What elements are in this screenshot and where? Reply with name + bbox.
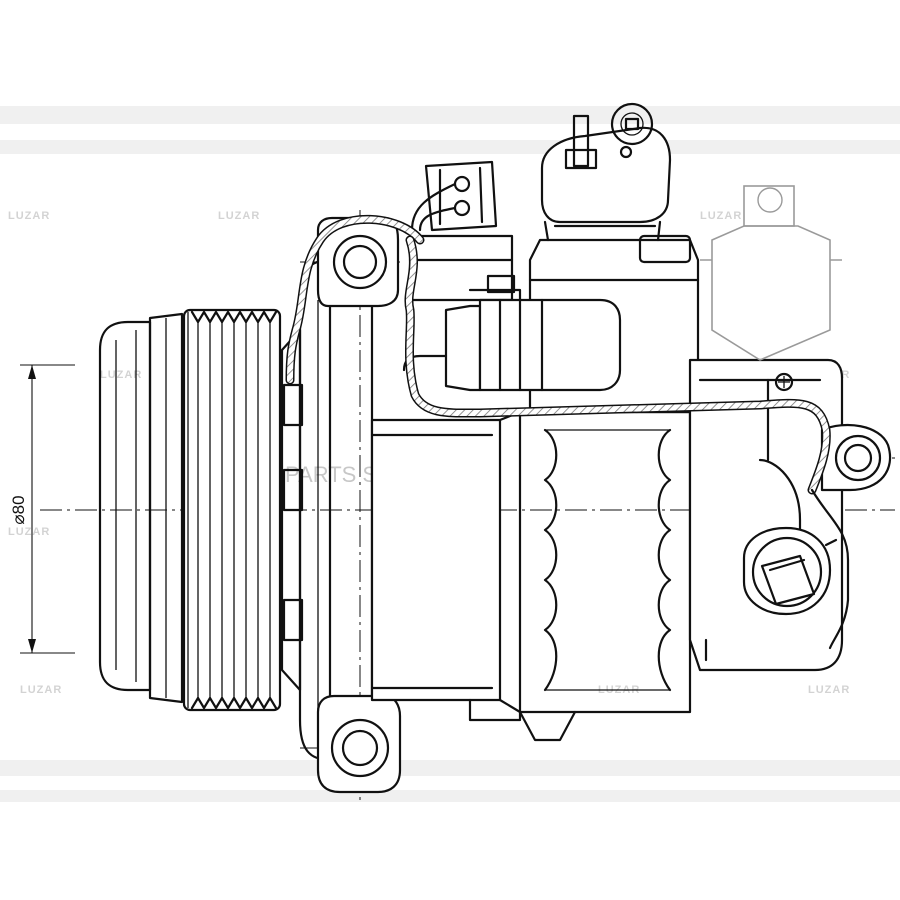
watermark-logo-text: LUZAR <box>20 684 62 696</box>
pulley <box>182 308 282 712</box>
right-port <box>820 423 892 492</box>
control-valve <box>540 102 672 242</box>
top-mounting-ear <box>316 216 400 308</box>
bottom-mounting-ear <box>316 694 402 794</box>
electrical-plug <box>402 274 622 392</box>
wiring-hose <box>285 214 850 650</box>
watermark-logo-text: LUZAR <box>808 684 850 696</box>
watermark-logo-text: LUZAR <box>700 210 742 222</box>
watermark-logo-text: LUZAR <box>100 369 142 381</box>
bolt-head <box>774 372 794 392</box>
watermark-logo-text: LUZAR <box>8 210 50 222</box>
diameter-label: ⌀80 <box>9 495 28 524</box>
rear-fitting-ghost <box>700 185 842 361</box>
wiring-connector <box>408 160 514 302</box>
pressure-sensor <box>742 526 838 616</box>
watermark-logo-text: LUZAR <box>8 526 50 538</box>
diameter-dimension: ⌀80 <box>9 364 75 654</box>
compressor-body <box>370 410 692 742</box>
watermark-logo-text: LUZAR <box>218 210 260 222</box>
clutch-plate <box>98 312 184 704</box>
watermark-layer: LUZAR LUZAR LUZAR LUZAR LUZAR LUZAR LUZA… <box>0 106 900 802</box>
